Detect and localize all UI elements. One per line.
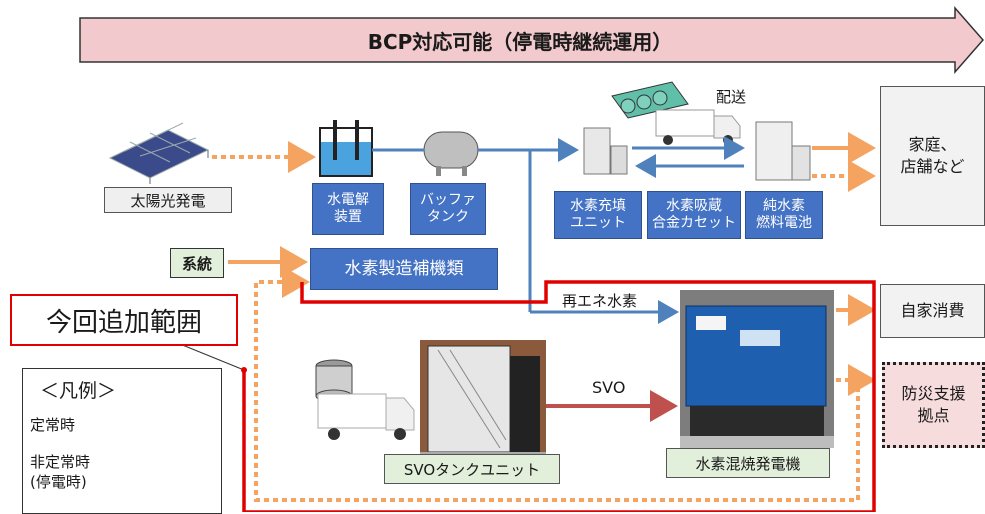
banner-title: BCP対応可能（停電時継続運用） [367, 29, 673, 54]
hydrogen-pipe [372, 136, 745, 324]
legend-outage-label: 非定常時 (停電時) [30, 453, 91, 491]
solar-panel-icon [108, 122, 210, 184]
svo-label: SVO [592, 378, 626, 397]
electrolyzer-icon [319, 120, 373, 177]
svo-tank-unit-image [420, 340, 546, 458]
outage-loop [254, 266, 860, 502]
legend-title: ＜凡例＞ [40, 380, 117, 402]
solar-label: 太陽光発電 [104, 187, 232, 213]
banner-arrow [79, 6, 984, 74]
grid-label: 系統 [170, 248, 224, 278]
scope-boundary [242, 280, 876, 512]
storage-cassette-label: 水素吸蔵 合金カセット [647, 191, 741, 239]
filling-unit-label: 水素充填 ユニット [554, 191, 642, 239]
generator-image [680, 290, 834, 448]
fuel-cell-label: 純水素 燃料電池 [745, 191, 823, 239]
disaster-base-box: 防災支援 拠点 [882, 362, 985, 448]
generator-label: 水素混焼発電機 [666, 448, 830, 478]
buffer-tank-label: バッファ タンク [410, 183, 486, 235]
scope-callout-line [179, 343, 245, 371]
filling-unit-icon [583, 127, 628, 175]
svo-tank-label: SVOタンクユニット [384, 454, 560, 484]
electrolysis-label: 水電解 装置 [312, 183, 384, 235]
svo-truck-icon [315, 359, 415, 440]
self-consumption-box: 自家消費 [880, 284, 985, 338]
legend-normal-label: 定常時 [30, 416, 76, 434]
delivery-label: 配送 [716, 88, 747, 106]
households-box: 家庭、 店舗など [880, 86, 985, 226]
buffer-tank-icon [423, 131, 479, 176]
fuel-cell-icon [755, 121, 811, 181]
aux-equipment-label: 水素製造補機類 [310, 248, 498, 290]
scope-label: 今回追加範囲 [10, 294, 238, 346]
legend-box [22, 368, 222, 514]
renewable-h2-label: 再エネ水素 [562, 292, 638, 310]
